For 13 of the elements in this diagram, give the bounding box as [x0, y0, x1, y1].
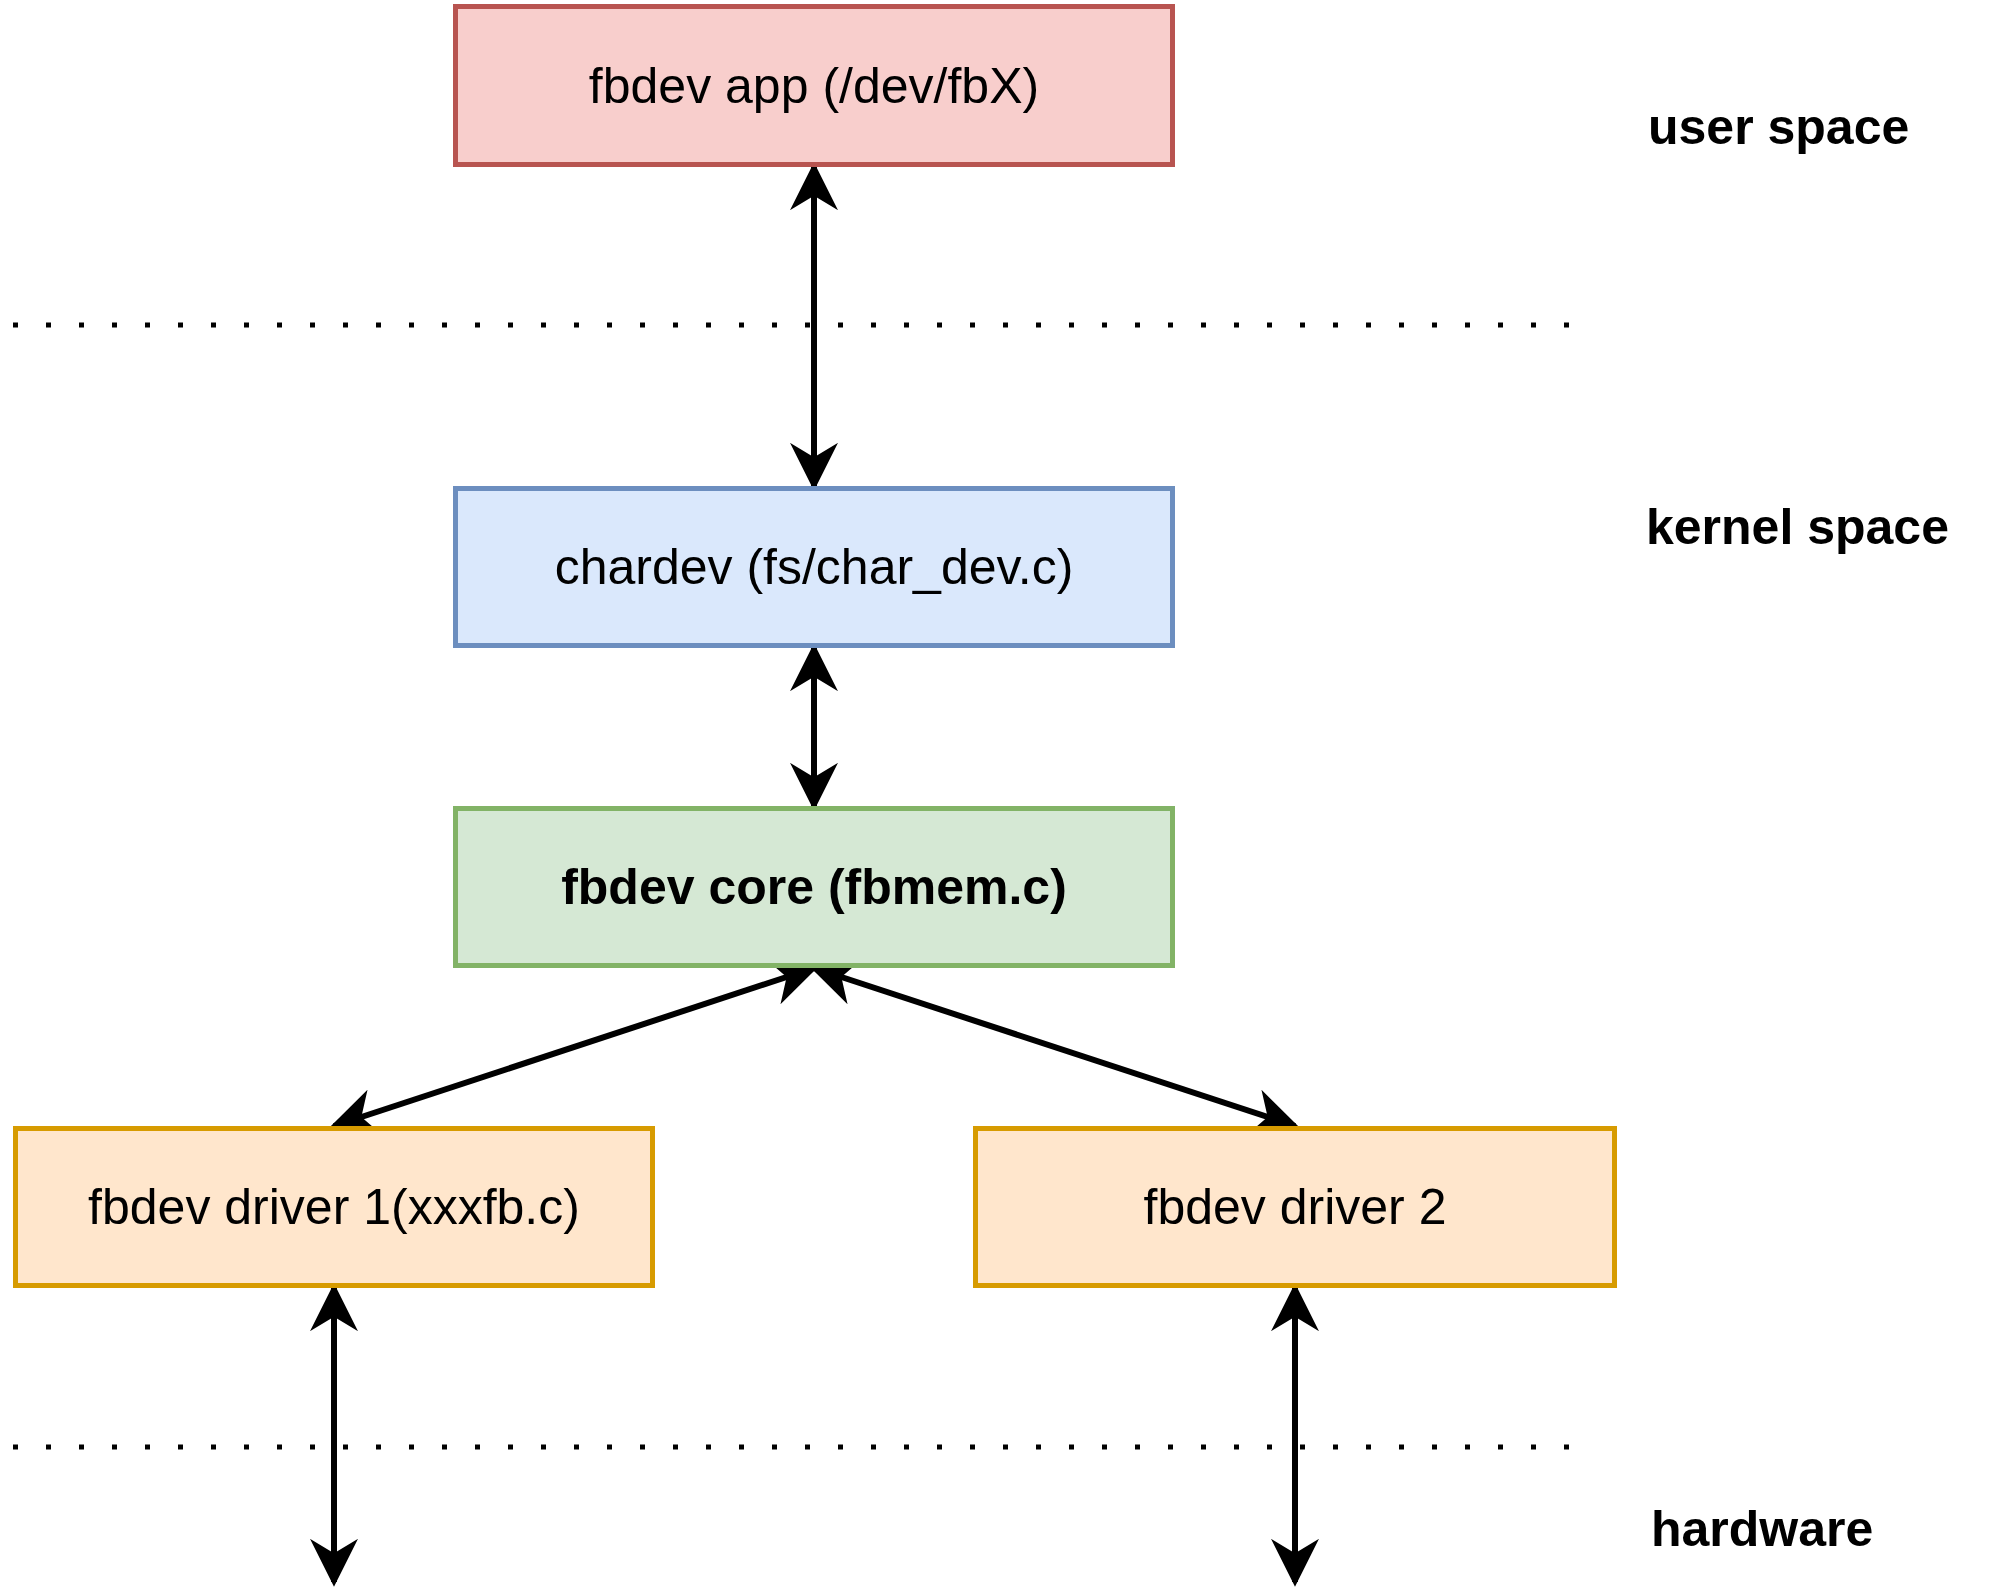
process-box: [453, 806, 1175, 968]
box-label: chardev (fs/char_dev.c): [554, 538, 1074, 596]
box-label: fbdev app (/dev/fbX): [588, 56, 1040, 115]
box-label: fbdev driver 2: [1143, 1178, 1447, 1236]
box-label: fbdev core (fbmem.c): [561, 858, 1067, 916]
process-box: [973, 1126, 1617, 1288]
box-label: fbdev driver 1(xxxfb.c): [88, 1178, 580, 1236]
process-box: [13, 1126, 655, 1288]
process-box: [453, 486, 1175, 648]
process-box: [453, 4, 1175, 167]
layer-label: hardware: [1651, 1500, 1874, 1558]
layer-label: user space: [1648, 98, 1910, 156]
layer-label: kernel space: [1646, 498, 1949, 556]
